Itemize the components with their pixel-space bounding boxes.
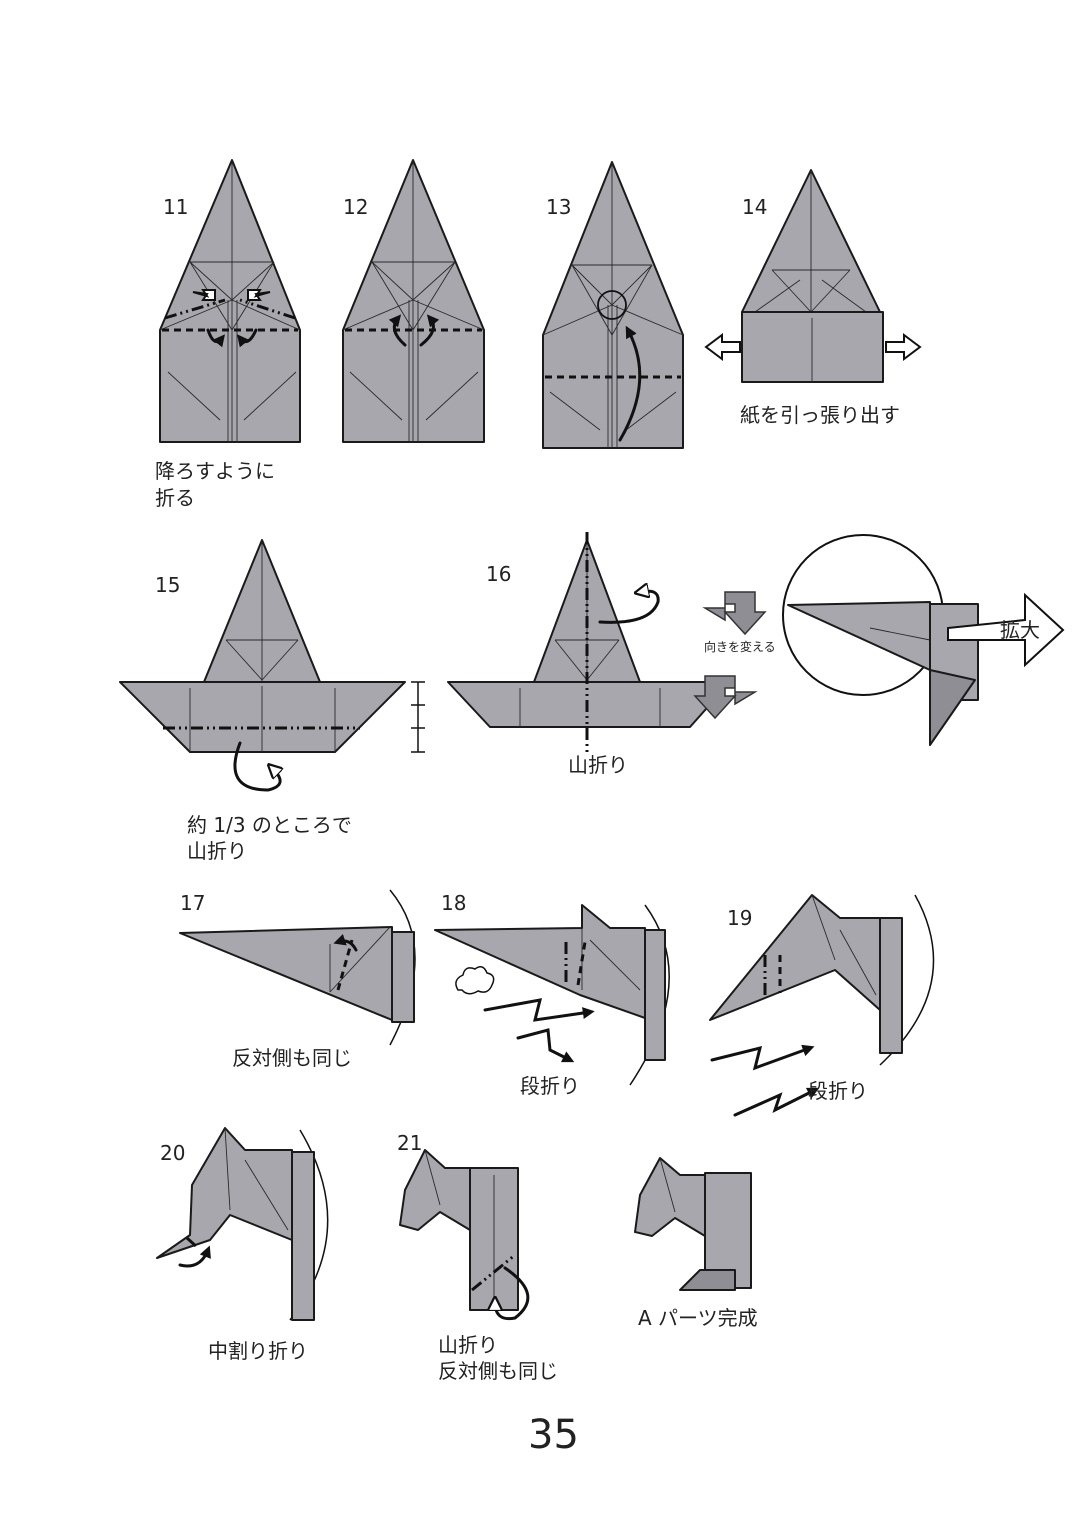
step-14: 14 bbox=[704, 169, 922, 383]
step-18: 18 bbox=[434, 891, 670, 1086]
step-17: 17 bbox=[179, 889, 416, 1046]
caption: 反対側も同じ bbox=[232, 1046, 352, 1070]
zoom-view bbox=[782, 534, 1065, 746]
caption: 段折り bbox=[520, 1074, 580, 1098]
caption: 約 1/3 のところで bbox=[187, 813, 352, 837]
caption: 段折り bbox=[808, 1079, 868, 1103]
caption: 紙を引っ張り出す bbox=[740, 403, 900, 427]
step-number: 17 bbox=[180, 891, 205, 915]
step-16: 16 bbox=[447, 532, 731, 752]
step-number: 13 bbox=[546, 195, 571, 219]
step-21: 21 bbox=[397, 1131, 530, 1321]
step-number: 15 bbox=[155, 573, 180, 597]
caption: 山折り bbox=[438, 1333, 498, 1357]
step-number: 19 bbox=[727, 906, 752, 930]
caption: 降ろすように bbox=[155, 459, 275, 483]
step-number: 20 bbox=[160, 1141, 185, 1165]
step-number: 21 bbox=[397, 1131, 422, 1155]
final-part bbox=[634, 1157, 752, 1291]
step-19: 19 bbox=[709, 894, 935, 1117]
caption: 山折り bbox=[568, 753, 628, 777]
caption: 山折り bbox=[187, 839, 247, 863]
caption: 反対側も同じ bbox=[438, 1359, 558, 1383]
step-13: 13 bbox=[542, 161, 684, 449]
caption: 拡大 bbox=[1000, 618, 1040, 642]
step-number: 18 bbox=[441, 891, 466, 915]
caption: 折る bbox=[155, 486, 195, 510]
step-number: 11 bbox=[163, 195, 188, 219]
step-15: 15 bbox=[119, 539, 425, 792]
caption: 向きを変える bbox=[704, 639, 776, 654]
step-number: 14 bbox=[742, 195, 767, 219]
step-11: 11 bbox=[159, 159, 301, 443]
step-12: 12 bbox=[342, 159, 485, 443]
turn-over-icon bbox=[693, 591, 767, 720]
step-number: 12 bbox=[343, 195, 368, 219]
step-20: 20 bbox=[156, 1127, 329, 1321]
caption: A パーツ完成 bbox=[638, 1306, 758, 1330]
page-number: 35 bbox=[528, 1412, 579, 1458]
caption: 中割り折り bbox=[208, 1339, 308, 1363]
step-number: 16 bbox=[486, 562, 511, 586]
